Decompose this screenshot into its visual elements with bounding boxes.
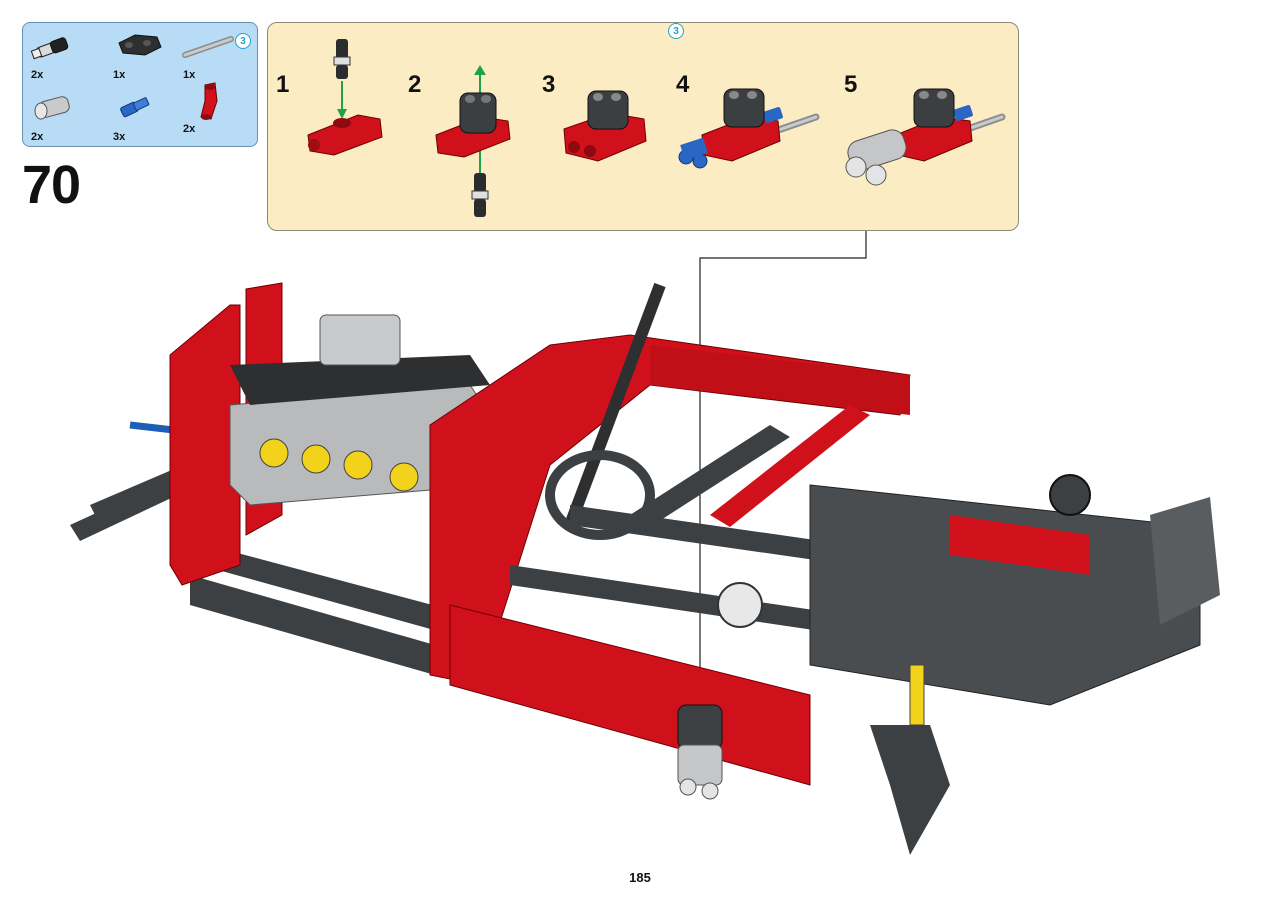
steering-assembly: [545, 282, 666, 540]
part-item: 2x: [177, 79, 247, 135]
sub-step-3: 3: [534, 23, 684, 228]
chassis-model-illustration: [70, 282, 1220, 855]
part-quantity: 2x: [183, 123, 196, 135]
sub-step-1: 1: [268, 23, 418, 228]
sub-step-label: 4: [676, 71, 690, 98]
part-quantity: 1x: [113, 69, 126, 81]
step-number: 70: [22, 155, 81, 215]
sub-step-label: 3: [542, 71, 556, 98]
sub-step-4-illustration: [678, 88, 820, 169]
black-cross-block-icon: [118, 34, 162, 56]
sub-step-2-illustration: [435, 65, 511, 217]
sub-step-3-illustration: [563, 90, 647, 162]
engine-block: [229, 314, 491, 506]
part-item: 2x: [25, 87, 95, 143]
sub-step-4: 4 3: [668, 23, 848, 228]
black-axle-pin-icon: [30, 37, 69, 60]
part-item: 3 1x: [177, 25, 257, 81]
gray-axle-icon: [182, 36, 234, 58]
page-number: 185: [629, 870, 651, 885]
blue-axle-pin-icon: [120, 97, 150, 118]
axle-length-badge: 3: [668, 23, 848, 39]
part-quantity: 1x: [183, 69, 196, 81]
part-quantity: 2x: [31, 69, 44, 81]
sub-step-5: 5: [836, 23, 1016, 228]
parts-list-panel: 2x 1x 3 1x 2x: [22, 22, 258, 147]
axle-length-badge: 3: [235, 33, 251, 49]
part-quantity: 3x: [113, 131, 126, 143]
part-item: 2x: [25, 25, 95, 81]
length-badge-value: 3: [235, 33, 251, 49]
part-quantity: 2x: [31, 131, 44, 143]
sub-step-1-illustration: [307, 39, 383, 156]
sub-step-label: 5: [844, 71, 858, 98]
sub-step-label: 2: [408, 71, 422, 98]
new-sub-assembly-installed: [677, 704, 723, 800]
sub-assembly-panel: 1 2 3: [267, 22, 1019, 231]
sub-step-label: 1: [276, 71, 290, 98]
part-item: 1x: [107, 25, 177, 81]
length-badge-value: 3: [668, 23, 684, 39]
red-angle-connector-icon: [200, 82, 218, 120]
rear-section: [809, 474, 1220, 855]
gray-connector-icon: [34, 96, 70, 120]
part-item: 3x: [107, 87, 177, 143]
sub-step-2: 2: [400, 23, 550, 228]
sub-step-5-illustration: [845, 88, 1006, 186]
